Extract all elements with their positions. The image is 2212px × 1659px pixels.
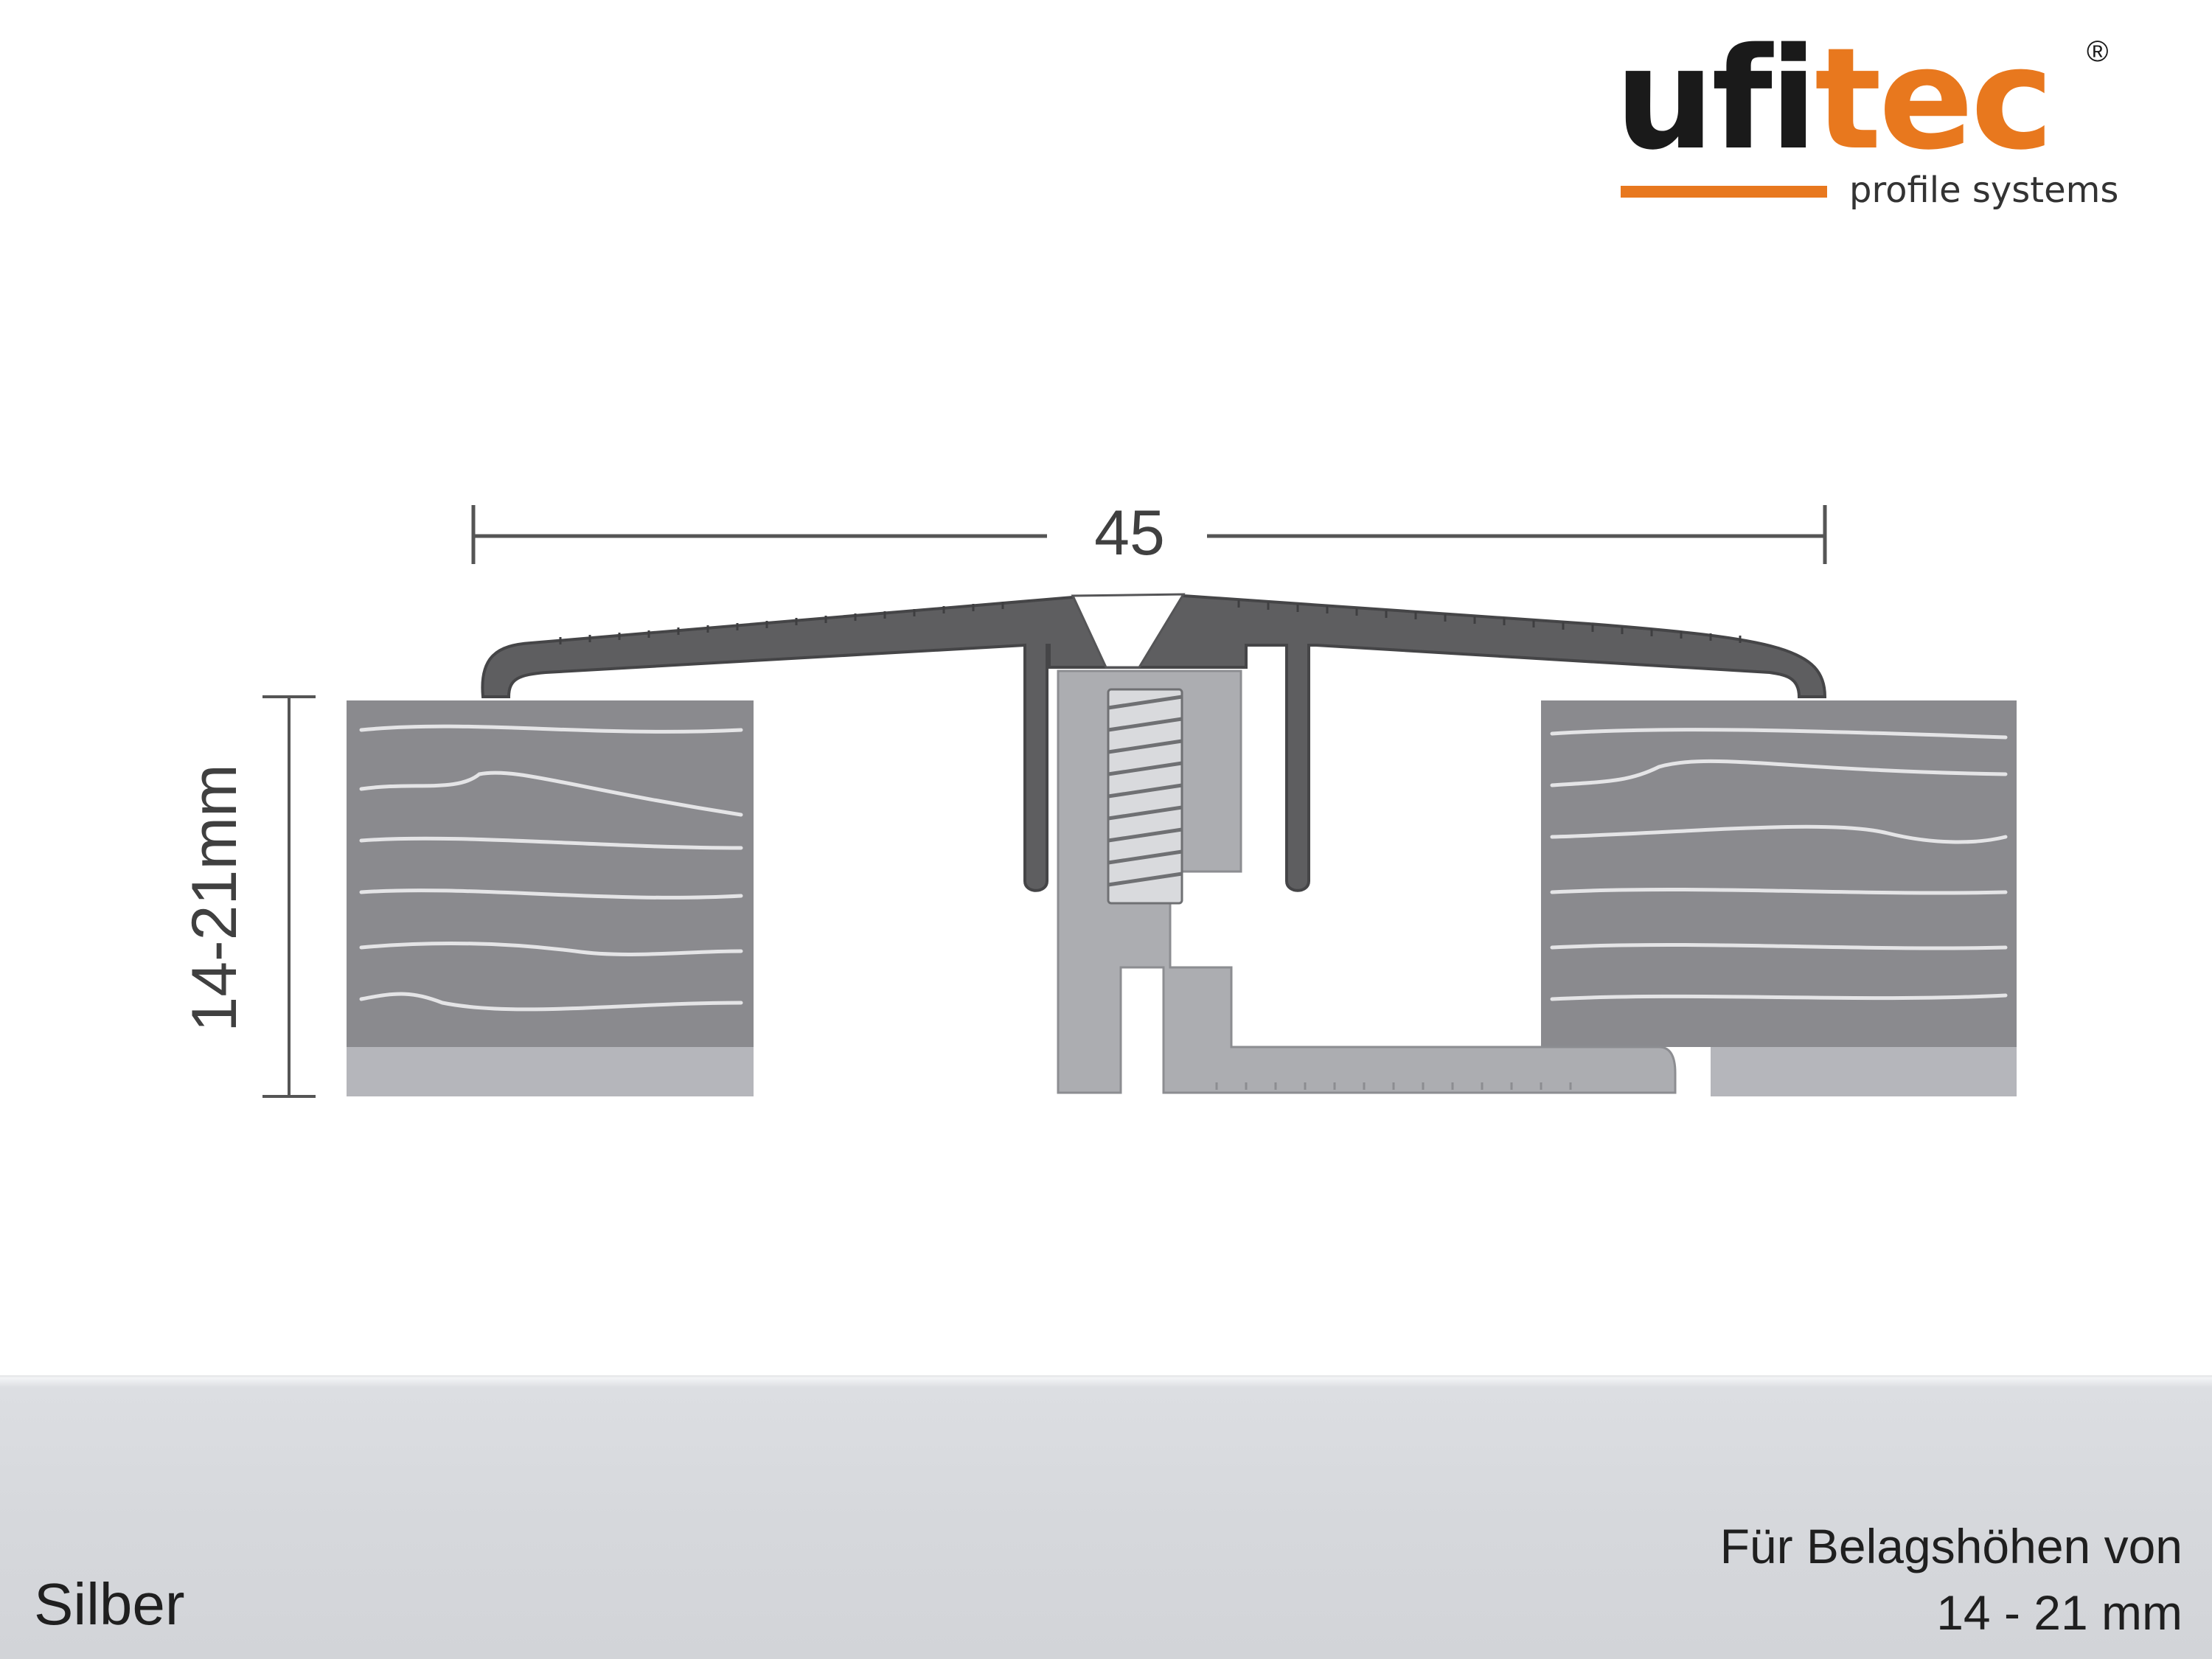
logo-tagline: profile systems — [1849, 170, 2119, 211]
screw-thread — [1107, 695, 1183, 887]
logo-name-accent: tec — [1815, 18, 2053, 181]
logo-wordmark: ufitec — [1615, 29, 2053, 170]
height-note-line1: Für Belagshöhen von — [1719, 1519, 2183, 1573]
base-profile-teeth — [1215, 1082, 1572, 1090]
cover-profile-ribs — [559, 600, 1742, 644]
footer-band — [0, 1375, 2212, 1659]
countersink-hole — [1071, 593, 1186, 669]
height-dimension — [262, 695, 316, 1098]
height-dimension-label: 14-21mm — [179, 764, 250, 1032]
height-note: Für Belagshöhen von 14 - 21 mm — [1720, 1513, 2183, 1646]
width-dimension — [471, 505, 1827, 564]
width-dimension-label: 45 — [1094, 498, 1165, 568]
profile-cross-section-diagram: 45 14-21mm — [179, 498, 2017, 1098]
left-board-body — [347, 700, 754, 1047]
right-board-grain — [1550, 728, 2008, 1001]
top-cover-profile — [481, 593, 1827, 892]
left-board-grain — [359, 724, 743, 1012]
right-floor-board — [1541, 700, 2017, 1096]
right-board-underlay — [1711, 1047, 2017, 1096]
registered-mark: ® — [2087, 35, 2109, 68]
color-name: Silber — [34, 1571, 185, 1637]
left-floor-board — [347, 700, 754, 1096]
logo-accent-bar — [1621, 186, 1827, 198]
base-profile — [1057, 669, 1677, 1094]
logo-name-dark: ufi — [1615, 18, 1818, 181]
brand-logo: ufitec ® profile systems — [1615, 29, 2131, 221]
right-board-body — [1541, 700, 2017, 1047]
height-note-line2: 14 - 21 mm — [1936, 1585, 2183, 1640]
base-profile-rail — [1057, 669, 1677, 1094]
fixing-screw — [1107, 688, 1183, 905]
left-board-underlay — [347, 1047, 754, 1096]
